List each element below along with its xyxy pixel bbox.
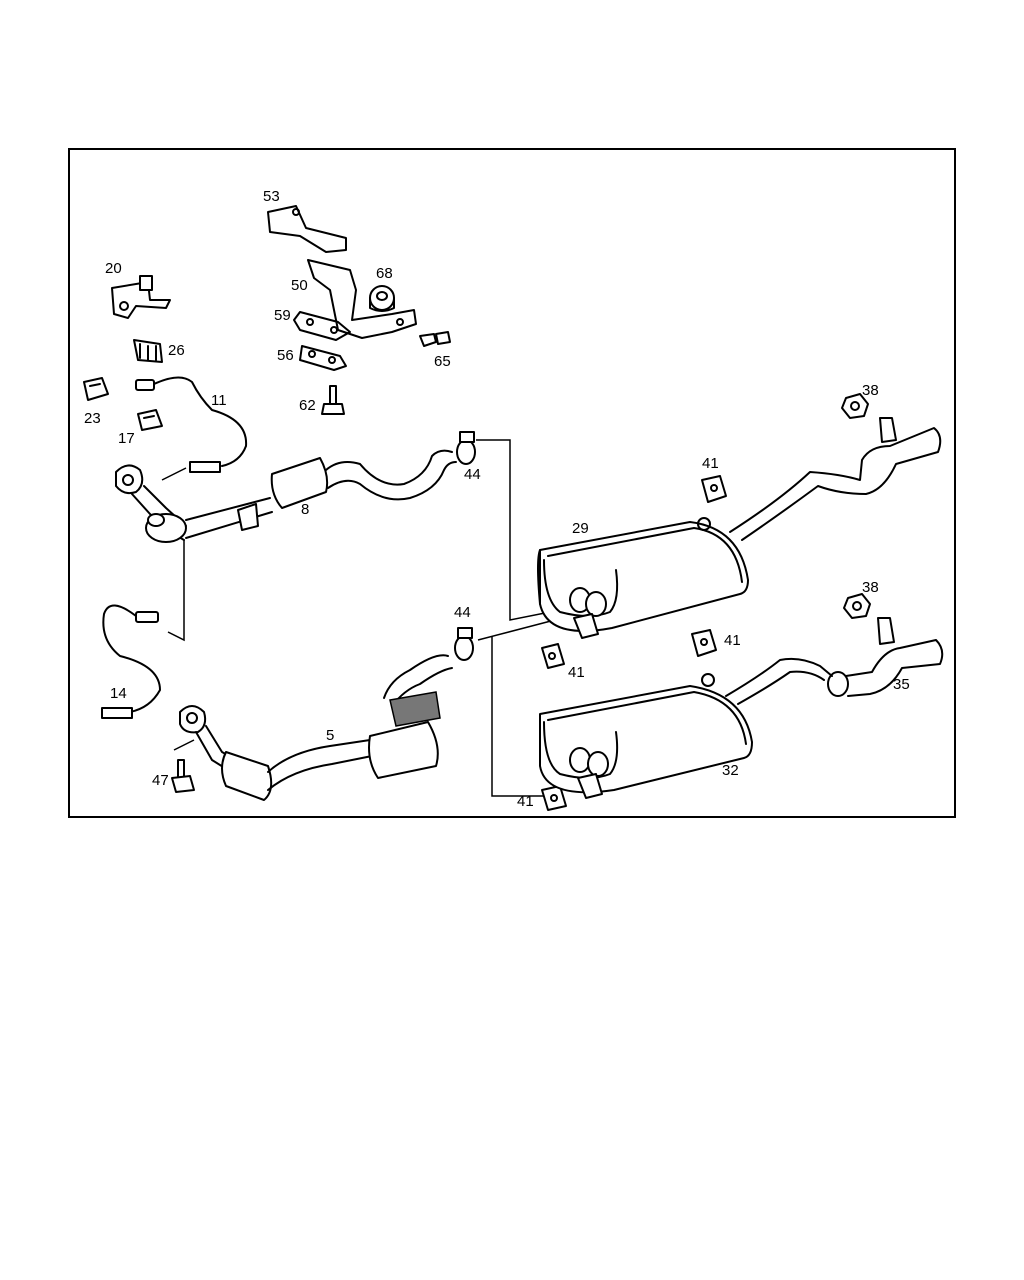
rubber-mount-68 [369,285,395,312]
callout-53: 53 [263,188,280,205]
tail-pipe-35 [827,639,944,697]
callout-50: 50 [291,277,308,294]
callout-65: 65 [434,353,451,370]
rubber-mount-41-b [541,643,565,669]
callout-17: 17 [118,430,135,447]
bolt-65 [419,331,451,347]
clip-23 [83,377,109,401]
callout-59: 59 [274,307,291,324]
callout-62: 62 [299,397,316,414]
exhaust-diagram-frame [68,148,956,818]
assembly-guide-lines [167,439,571,797]
callout-44-upper: 44 [464,466,481,483]
front-pipe-8 [115,449,457,543]
oxygen-sensor-14 [101,604,161,719]
plate-59 [293,311,351,341]
callout-11: 11 [211,392,227,409]
callout-44-lower: 44 [454,604,471,621]
callout-38-lower: 38 [862,579,879,596]
clip-26 [133,339,163,363]
callout-41-upper: 41 [702,455,719,472]
callout-29: 29 [572,520,589,537]
oxygen-sensor-11 [135,376,248,481]
rear-muffler-32 [539,657,833,799]
clip-17 [137,409,163,431]
rubber-mount-41-c [691,629,717,657]
callout-68: 68 [376,265,393,282]
callout-14: 14 [110,685,127,702]
callout-35: 35 [893,676,910,693]
callout-56: 56 [277,347,294,364]
bracket-20 [111,275,171,319]
nut-38-upper [841,393,897,443]
plate-56 [299,345,347,371]
callout-41-lower: 41 [517,793,534,810]
bolt-62 [321,385,345,415]
callout-labels: 53 20 50 68 59 26 56 65 11 23 62 38 17 4… [84,188,910,810]
rubber-mount-41-a [701,475,727,503]
bracket-53 [267,205,347,253]
callout-20: 20 [105,260,122,277]
nut-38-lower [843,593,895,645]
callout-41-right: 41 [724,632,741,649]
hanger-bracket-50 [307,259,417,339]
bolt-47 [171,759,195,793]
callout-26: 26 [168,342,185,359]
callout-8: 8 [301,501,309,518]
callout-38-upper: 38 [862,382,879,399]
rear-muffler-29 [537,427,942,639]
callout-32: 32 [722,762,739,779]
callout-5: 5 [326,727,334,744]
clamp-44-lower [454,627,474,661]
callout-47: 47 [152,772,169,789]
rubber-mount-41-d [541,785,567,811]
front-pipe-5 [179,654,453,801]
clamp-44-upper [456,431,476,465]
callout-41-middle: 41 [568,664,585,681]
callout-23: 23 [84,410,101,427]
